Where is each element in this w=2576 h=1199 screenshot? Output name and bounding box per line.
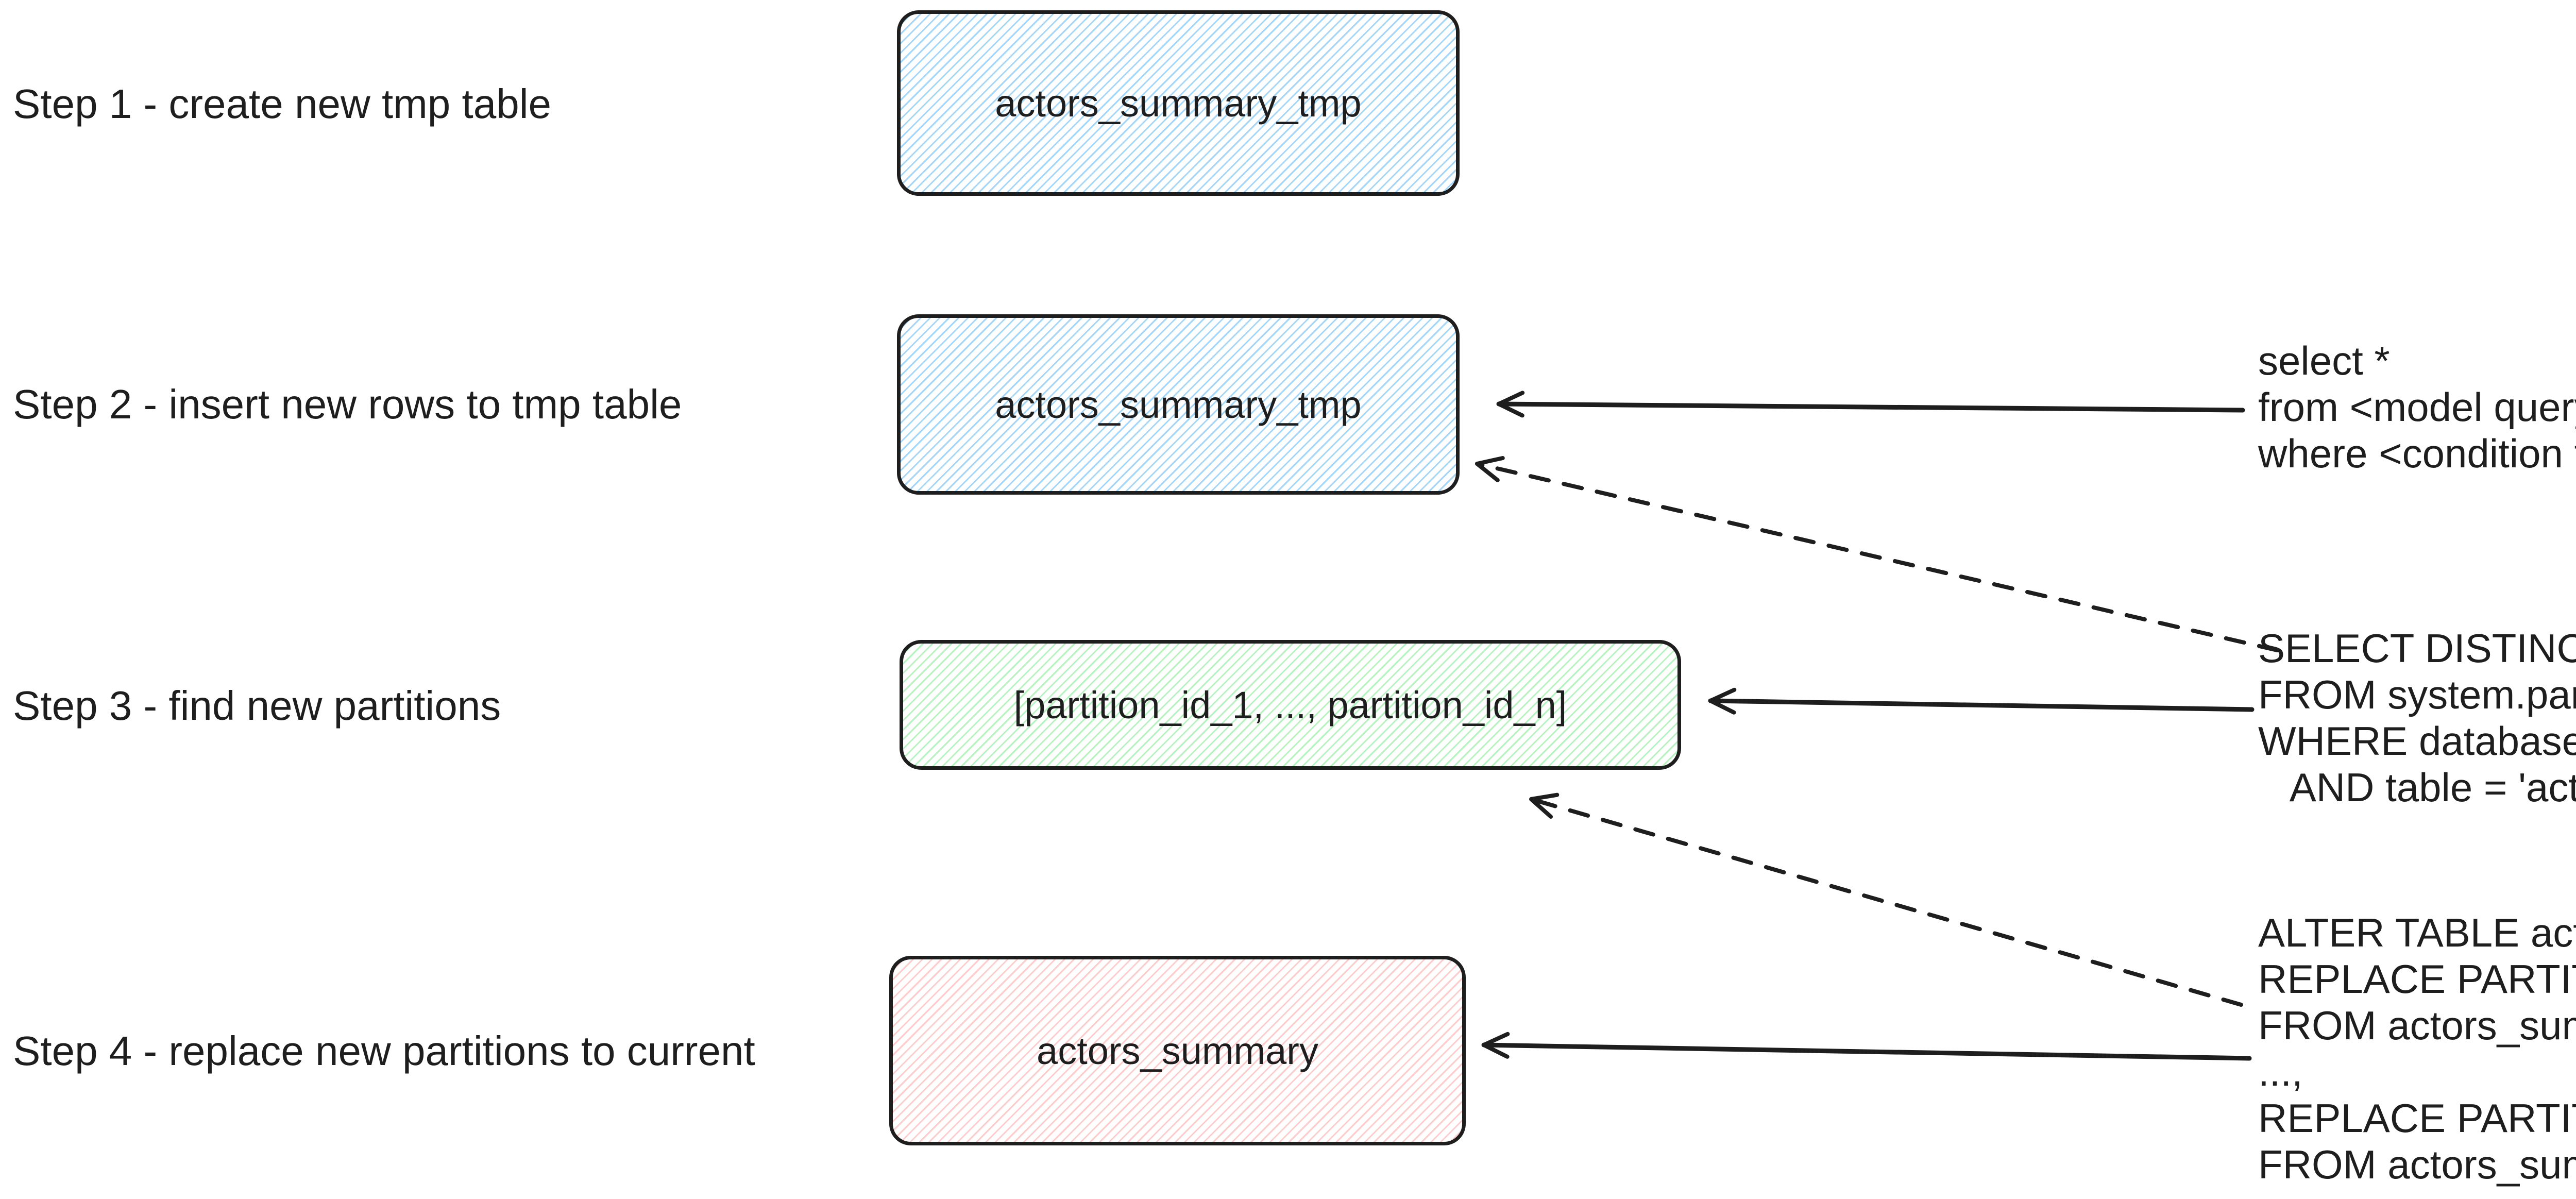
sql-line: where <condition to identify new> bbox=[2258, 431, 2576, 476]
step-4-label: Step 4 - replace new partitions to curre… bbox=[13, 1028, 755, 1074]
sql-line: REPLACE PARTITION partition_id_n bbox=[2258, 1095, 2576, 1141]
sql-line: FROM actors_summary_tmp, bbox=[2258, 1003, 2576, 1048]
tmp-table-node-step1-label: actors_summary_tmp bbox=[995, 81, 1362, 125]
tmp-table-node-step1: actors_summary_tmp bbox=[897, 10, 1460, 196]
replace-partitions-query: ALTER TABLE actors_summary REPLACE PARTI… bbox=[2258, 909, 2576, 1188]
sql-line: REPLACE PARTITION partition_id_1 bbox=[2258, 956, 2576, 1002]
sql-line: FROM actors_summary_tmp, bbox=[2258, 1142, 2576, 1187]
arrow-insert-sql-to-tmp-table bbox=[1496, 391, 2245, 418]
find-new-partitions-query: SELECT DISTINCT partition_id FROM system… bbox=[2258, 625, 2576, 810]
sql-line: select * bbox=[2258, 338, 2390, 383]
arrow-replace-sql-to-actors-summary bbox=[1481, 1032, 2252, 1061]
dashed-arrow-find-partitions-sql-to-tmp-table bbox=[1475, 456, 2279, 652]
partition-list-node: [partition_id_1, ..., partition_id_n] bbox=[900, 640, 1681, 770]
actors-summary-node-label: actors_summary bbox=[1037, 1029, 1318, 1072]
sql-line: ALTER TABLE actors_summary bbox=[2258, 910, 2576, 955]
dashed-arrow-replace-sql-to-partition-list bbox=[1529, 792, 2243, 1007]
step-2-label: Step 2 - insert new rows to tmp table bbox=[13, 381, 682, 427]
actors-summary-node: actors_summary bbox=[889, 956, 1466, 1145]
step-3-label: Step 3 - find new partitions bbox=[13, 683, 501, 729]
step-1-label: Step 1 - create new tmp table bbox=[13, 81, 551, 127]
sql-line: FROM system.parts bbox=[2258, 672, 2576, 717]
sql-line: from <model query> bbox=[2258, 384, 2576, 430]
sql-line: ..., bbox=[2258, 1049, 2303, 1094]
insert-rows-query: select * from <model query> where <condi… bbox=[2258, 337, 2576, 477]
sql-line: AND table = 'actors_summary_tmp' bbox=[2289, 765, 2576, 810]
sql-line: WHERE database = <database> bbox=[2258, 718, 2576, 764]
sql-line: SELECT DISTINCT partition_id bbox=[2258, 626, 2576, 671]
partition-list-node-label: [partition_id_1, ..., partition_id_n] bbox=[1013, 683, 1567, 727]
arrow-find-partitions-sql-to-partition-list bbox=[1708, 687, 2255, 715]
tmp-table-node-step2: actors_summary_tmp bbox=[897, 314, 1460, 495]
tmp-table-node-step2-label: actors_summary_tmp bbox=[995, 383, 1362, 426]
